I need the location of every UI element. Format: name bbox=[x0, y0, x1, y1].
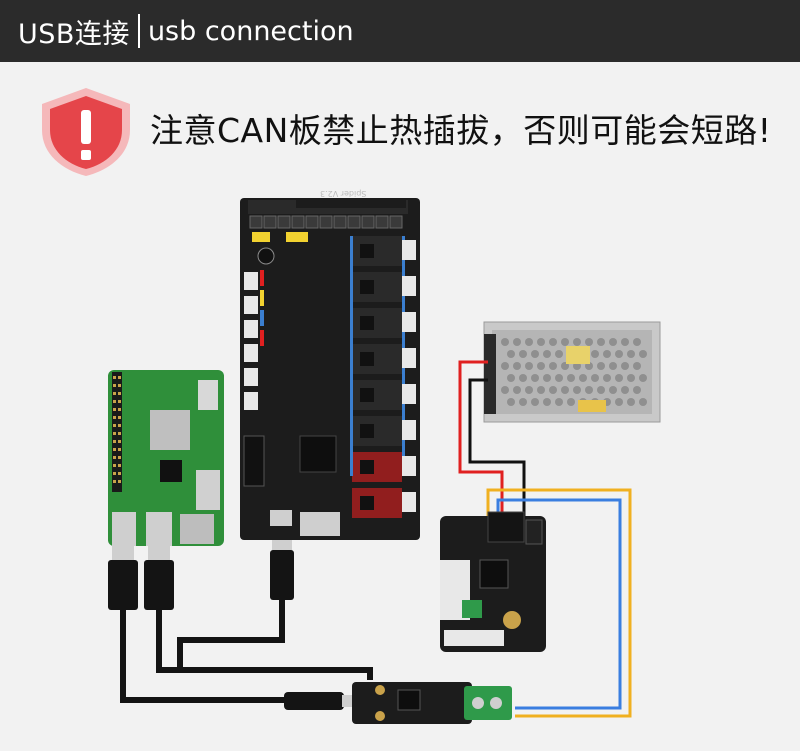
can-wire-blue bbox=[496, 498, 622, 710]
raspberry-pi-board bbox=[108, 370, 224, 546]
header-bar: USB连接 usb connection bbox=[0, 0, 800, 62]
header-title-cn: USB连接 bbox=[18, 18, 130, 50]
usb-cables bbox=[108, 540, 373, 710]
header-separator bbox=[137, 14, 140, 48]
warning-text: 注意CAN板禁止热插拔，否则可能会短路! bbox=[150, 111, 772, 150]
power-supply bbox=[483, 321, 661, 423]
board-silkscreen-text: Spider V2.3 bbox=[320, 189, 366, 198]
spider-mainboard: Spider V2.3 bbox=[240, 189, 420, 540]
stepper-driver-slots bbox=[352, 236, 402, 518]
can-tool-board bbox=[440, 511, 546, 652]
exclamation-shield-icon bbox=[36, 84, 136, 180]
header-title-en: usb connection bbox=[147, 15, 354, 47]
power-wire-black bbox=[468, 378, 526, 525]
svg-text:Spider V2.3: Spider V2.3 bbox=[320, 189, 366, 198]
can-wire-yellow bbox=[486, 488, 632, 718]
usb-can-adapter bbox=[352, 682, 512, 724]
